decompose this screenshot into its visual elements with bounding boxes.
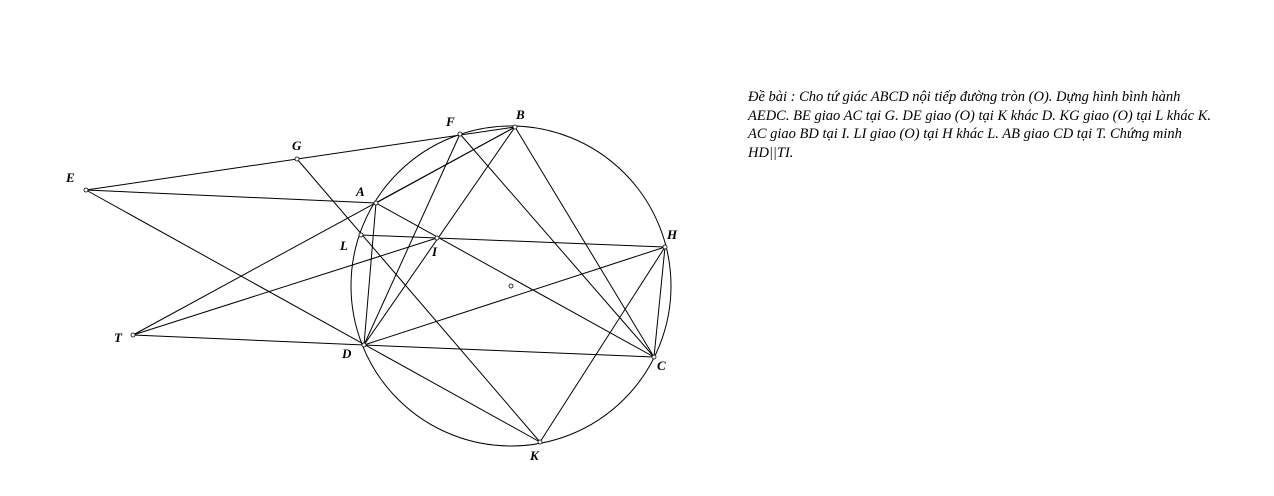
label-a: A xyxy=(355,184,365,199)
label-h: H xyxy=(666,227,678,242)
point-g xyxy=(294,156,300,162)
label-k: K xyxy=(529,448,540,463)
circumcircle-o xyxy=(350,125,672,447)
label-t: T xyxy=(114,330,123,345)
point-b xyxy=(512,124,518,130)
segment-ad xyxy=(363,202,377,346)
segment-eb xyxy=(85,126,516,191)
point-t xyxy=(130,332,136,338)
label-f: F xyxy=(445,114,455,129)
segment-ac xyxy=(375,202,655,358)
segment-fc xyxy=(459,133,655,358)
point-d xyxy=(361,342,367,348)
point-c xyxy=(651,354,657,360)
label-i: I xyxy=(431,244,438,259)
point-e xyxy=(83,187,89,193)
segment-hd xyxy=(363,246,666,346)
point-k xyxy=(537,439,543,445)
label-b: B xyxy=(515,107,525,122)
point-l xyxy=(358,232,364,238)
segment-bd xyxy=(363,126,516,346)
point-a xyxy=(373,200,379,206)
point-o xyxy=(508,283,514,289)
segment-hk xyxy=(539,246,666,443)
segment-gk xyxy=(296,158,541,443)
point-f xyxy=(457,131,463,137)
segment-ek xyxy=(85,189,541,443)
problem-statement: Đề bài : Cho tứ giác ABCD nội tiếp đường… xyxy=(748,89,1212,161)
label-l: L xyxy=(339,238,348,253)
segment-hc xyxy=(653,246,666,358)
segment-ea xyxy=(85,189,377,204)
label-e: E xyxy=(65,170,75,185)
segment-tb xyxy=(132,126,516,336)
point-h xyxy=(662,244,668,250)
segment-fd xyxy=(363,133,461,346)
segment-td xyxy=(132,334,365,346)
segment-lh xyxy=(360,234,666,248)
label-c: C xyxy=(657,358,666,373)
segment-bc xyxy=(514,126,655,358)
segment-cd xyxy=(363,344,655,358)
label-d: D xyxy=(341,346,352,361)
point-i xyxy=(434,235,440,241)
segment-ti xyxy=(132,237,438,336)
label-g: G xyxy=(292,138,302,153)
